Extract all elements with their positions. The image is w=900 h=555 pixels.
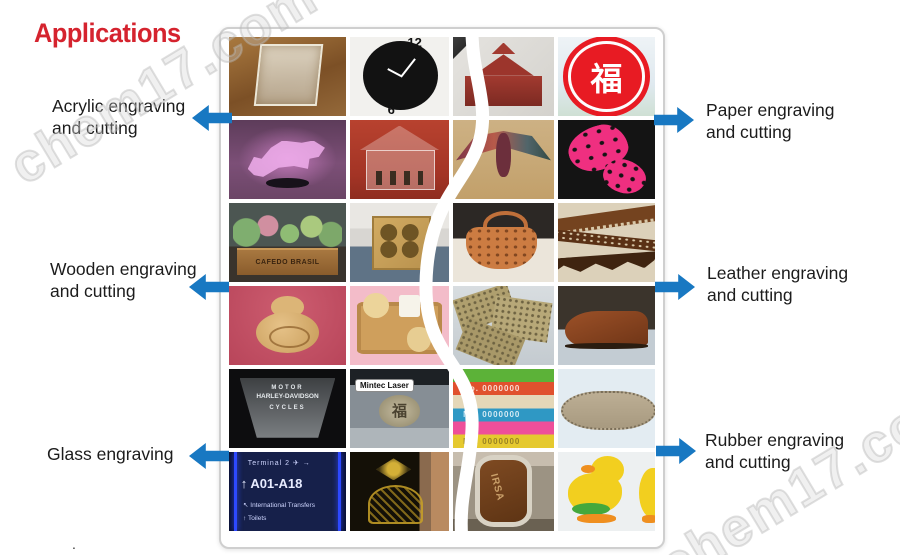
- callout-leather: Leather engraving and cutting: [707, 263, 848, 306]
- ap: Terminal 2 ✈ →: [247, 460, 311, 468]
- pag-base: [465, 75, 542, 106]
- callout-leather-line2: and cutting: [707, 284, 793, 305]
- callout-paper-line1: Paper engraving: [706, 100, 835, 120]
- callout-rubber-line1: Rubber engraving: [705, 430, 845, 450]
- laser-cut-wood-box-photo: [350, 203, 449, 282]
- stray-mark: .: [72, 536, 76, 552]
- callout-rubber: Rubber engraving and cutting: [705, 430, 844, 473]
- band-t: No. 0000000: [463, 410, 521, 420]
- gold-engraved-bottle-photo: [350, 452, 449, 531]
- pink-paper-cut-birds-photo: [558, 120, 655, 199]
- perforated-leather-shoe-photo: [558, 286, 655, 365]
- bowl: [239, 377, 336, 438]
- wbox-ros: [377, 223, 422, 259]
- fu-paper-cut-photo: 福: [558, 37, 655, 116]
- duck-beak: [581, 465, 595, 474]
- ap: ↖ International Transfers: [243, 501, 315, 509]
- callout-glass: Glass engraving: [47, 444, 173, 466]
- callout-wooden-line2: and cutting: [50, 280, 136, 301]
- callout-acrylic-line1: Acrylic engraving: [52, 96, 186, 116]
- fu-char: 福: [590, 60, 623, 97]
- kite-body: [496, 132, 511, 177]
- glass-slab: [253, 44, 323, 107]
- wooden-coasters-tray-photo: [350, 286, 449, 365]
- pag-mid: [473, 54, 534, 76]
- duck-head: [590, 455, 624, 484]
- callout-paper: Paper engraving and cutting: [706, 100, 834, 143]
- wooden-pagoda-puzzle-photo: [453, 37, 554, 116]
- leather-cut-handbag-photo: [453, 203, 554, 282]
- callout-paper-line2: and cutting: [706, 121, 792, 142]
- band-t: No. 0000000: [463, 384, 521, 393]
- hd: MOTOR: [271, 384, 304, 391]
- callout-wooden-line1: Wooden engraving: [50, 259, 197, 279]
- sole: [560, 391, 655, 430]
- engraved-leather-case-photo: IRSA: [453, 452, 554, 531]
- belt2: [558, 229, 655, 252]
- engraved-gourd-photo: [229, 286, 346, 365]
- callout-glass-line1: Glass engraving: [47, 444, 174, 464]
- clock-num: 6: [387, 101, 395, 116]
- leather-belts-photo: [558, 203, 655, 282]
- gold1: [375, 458, 412, 481]
- ap: ↑ A01-A18: [240, 475, 303, 491]
- acrylic-dinosaur-lamp-photo: [229, 120, 346, 199]
- gourd-etch: [268, 325, 311, 349]
- callout-wooden: Wooden engraving and cutting: [50, 259, 197, 302]
- shoe-body: [564, 311, 649, 348]
- hd: HARLEY-DAVIDSON: [256, 393, 319, 401]
- pag-top: [491, 42, 516, 55]
- engraved-glass-bowl-photo: MOTOR HARLEY-DAVIDSON CYCLES: [229, 369, 346, 448]
- led2: [337, 452, 342, 531]
- mint-oval: 福: [378, 395, 421, 427]
- succ-dots: [232, 210, 343, 251]
- fu-ring: [570, 44, 643, 109]
- duck-patch: [571, 502, 611, 516]
- callout-leather-line1: Leather engraving: [707, 263, 849, 283]
- laser-cut-lace-mats-photo: [453, 286, 554, 365]
- callout-acrylic: Acrylic engraving and cutting: [52, 96, 185, 139]
- succulent-wood-planter-photo: CAFEDO BRASIL: [229, 203, 346, 282]
- belt1: [558, 204, 655, 235]
- paper-kite-photo: [453, 120, 554, 199]
- foam-duck-cutouts-photo: [558, 452, 655, 531]
- bag-body: [466, 226, 537, 270]
- ap: ↑ Toilets: [243, 515, 267, 523]
- mug: [398, 295, 421, 317]
- house-roof: [359, 125, 440, 150]
- page-title: Applications: [34, 18, 181, 48]
- clock-num: 12: [407, 37, 422, 51]
- laser-marking-machine-photo: 福 Mintec Laser: [350, 369, 449, 448]
- succ-crate: CAFEDO BRASIL: [237, 248, 338, 275]
- crystal-glass-photo-frame-photo: [229, 37, 346, 116]
- house-figs: [375, 170, 424, 185]
- collage-panel: 12 6 福 CAFEDO BRASIL MOTOR HARLEY-DAVIDSON CYC…: [219, 27, 665, 549]
- led: [233, 452, 238, 531]
- mint-label: Mintec Laser: [354, 379, 414, 393]
- belt3: [558, 249, 655, 276]
- photo-grid: 12 6 福 CAFEDO BRASIL MOTOR HARLEY-DAVIDSON CYC…: [229, 37, 655, 535]
- gold2: [367, 485, 424, 524]
- duck-feet: [577, 513, 617, 524]
- lamp-base: [266, 178, 309, 188]
- band-t: No. 0000000: [463, 436, 521, 446]
- acrylic-house-model-photo: [350, 120, 449, 199]
- callout-rubber-line2: and cutting: [705, 451, 791, 472]
- acrylic-wall-clock-photo: 12 6: [350, 37, 449, 116]
- coaster-cat: [362, 293, 389, 318]
- callout-acrylic-line2: and cutting: [52, 117, 138, 138]
- hd: CYCLES: [269, 405, 306, 412]
- duck2: [639, 467, 655, 519]
- etched-airport-sign-photo: Terminal 2 ✈ → ↑ A01-A18 ↖ International T…: [229, 452, 346, 531]
- rubber-shoe-sole-photo: [558, 369, 655, 448]
- duck2f: [642, 515, 655, 524]
- shoe-sole2: [564, 342, 649, 350]
